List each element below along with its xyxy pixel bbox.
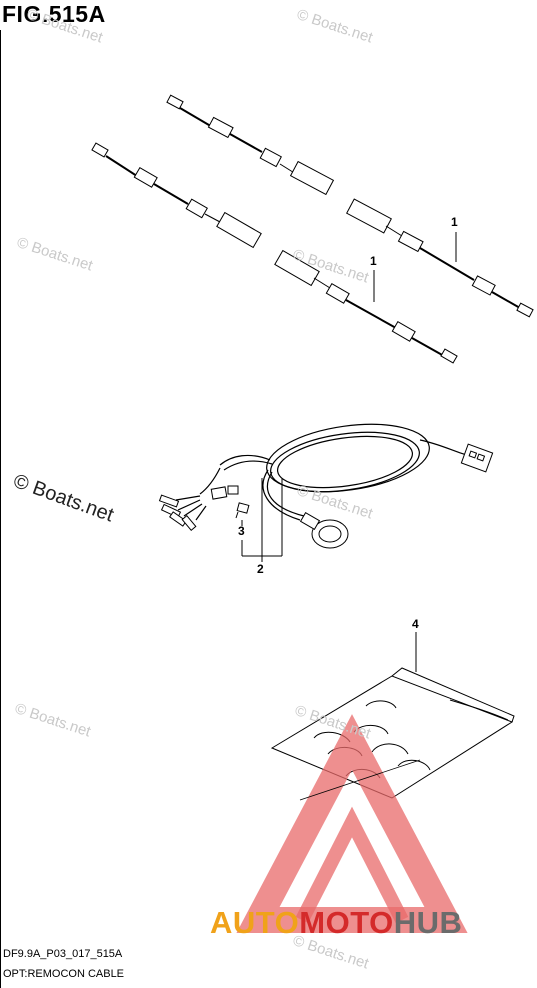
- callout-3: 3: [238, 524, 245, 538]
- brand-wordmark: AUTOMOTOHUB: [210, 905, 462, 941]
- figure-description: OPT:REMOCON CABLE: [3, 968, 125, 980]
- callout-1a: 1: [451, 215, 458, 229]
- brand-part-moto: MOTO: [299, 905, 394, 940]
- brand-part-auto: AUTO: [210, 905, 300, 940]
- brand-part-hub: HUB: [393, 905, 463, 940]
- harness-terminals: [158, 485, 239, 531]
- figure-title: FIG.515A: [2, 1, 106, 27]
- harness-connector-right: [460, 443, 494, 473]
- remote-cable-lower-right: [274, 249, 458, 364]
- callout-2: 2: [257, 562, 264, 576]
- remote-cable-upper-left: [166, 94, 335, 196]
- remote-cable-upper-right: [346, 198, 534, 318]
- callout-1b: 1: [370, 254, 377, 268]
- figure-code: DF9.9A_P03_017_515A: [3, 948, 123, 960]
- callout-1-leaders: [373, 232, 457, 302]
- clip-part: [235, 502, 250, 519]
- callout-2-leaders: [241, 478, 283, 562]
- remote-cable-lower-left: [91, 142, 262, 249]
- harness-connector-round: [299, 511, 349, 549]
- brand-logo-mark: [236, 714, 468, 933]
- callout-4: 4: [412, 617, 419, 631]
- parts-bag: [270, 667, 515, 799]
- wire-harness: [175, 423, 471, 521]
